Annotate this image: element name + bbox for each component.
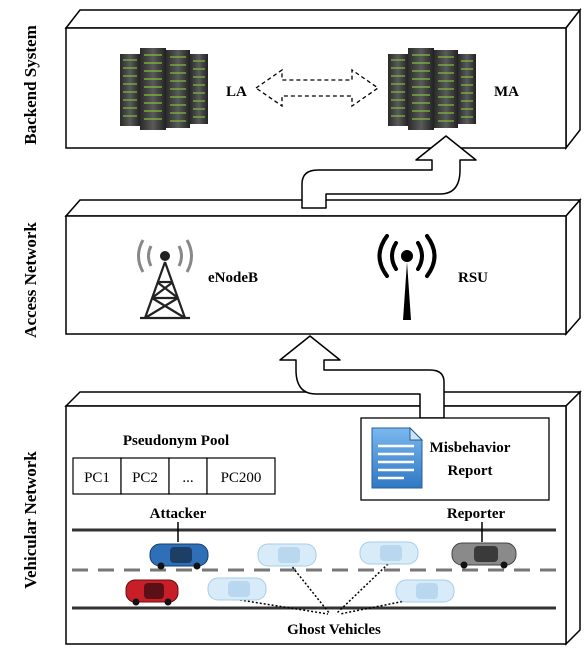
rsu-label: RSU [458,270,488,286]
attacker-label: Attacker [150,506,207,522]
layer-label-vehicular: Vehicular Network [21,451,40,589]
road [72,528,556,610]
server-rack-icon [388,48,476,130]
ghost-car-icon [207,577,267,601]
reporter-car-icon [451,542,517,569]
ghost-car-icon [395,579,455,603]
report-label-line1: Misbehavior [430,440,511,456]
cell-tower-icon [137,239,193,320]
rsu-antenna-icon [377,234,437,320]
access-box [64,198,582,336]
pseudonym-cell: PC200 [221,470,262,486]
pseudonym-pool-table [72,457,276,495]
pseudonym-pool-title: Pseudonym Pool [123,433,229,449]
pseudonym-cell: ... [182,470,193,486]
server-label-ma: MA [494,84,519,100]
bidirectional-arrow [254,68,380,108]
server-label-la: LA [226,84,247,100]
ghost-car-icon [359,541,419,565]
uplink-arrow-access [279,335,445,419]
layer-label-backend: Backend System [21,25,40,144]
uplink-arrow-backend [301,135,477,209]
ghost-pointers [239,563,411,615]
layer-label-access: Access Network [21,222,40,338]
reporter-label: Reporter [447,506,506,522]
pseudonym-cell: PC2 [132,470,158,486]
attacker-car-icon [149,543,209,570]
tower-label-enodeb: eNodeB [208,270,258,286]
report-label-line2: Report [448,463,493,479]
red-car-icon [125,579,179,606]
server-rack-icon [120,48,208,130]
ghost-vehicles-label: Ghost Vehicles [287,622,381,638]
document-icon [371,426,424,489]
pseudonym-cell: PC1 [84,470,110,486]
ghost-car-icon [257,543,317,567]
